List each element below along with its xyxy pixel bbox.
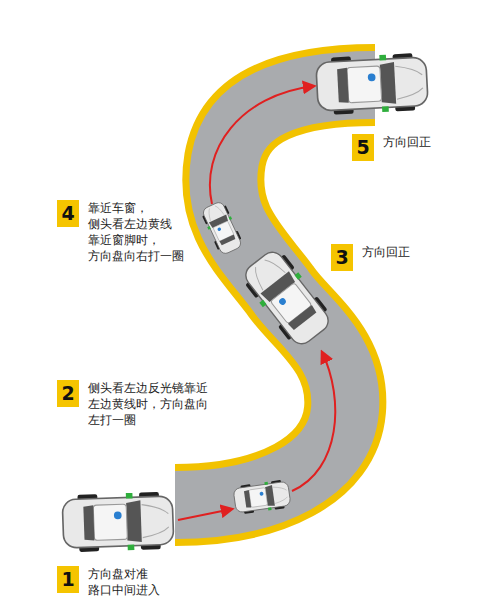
car xyxy=(62,491,174,552)
path-arrow xyxy=(210,86,314,204)
step-number: 5 xyxy=(352,134,374,161)
step-number: 3 xyxy=(331,244,353,271)
step-number: 1 xyxy=(57,566,79,593)
step-instruction: 侧头看左边反光镜靠近 左边黄线时，方向盘向 左打一圈 xyxy=(88,380,215,428)
car xyxy=(200,200,245,256)
car xyxy=(233,479,291,515)
step-callout: 5 方向回正 xyxy=(352,134,443,161)
path-arrow xyxy=(292,352,335,491)
road-edge xyxy=(175,85,375,505)
step-instruction: 靠近车窗， 侧头看左边黄线 靠近窗脚时， 方向盘向右打一圈 xyxy=(88,200,191,264)
road-surface xyxy=(175,85,375,505)
step-instruction: 方向回正 xyxy=(362,244,422,260)
step-callout: 4 靠近车窗， 侧头看左边黄线 靠近窗脚时， 方向盘向右打一圈 xyxy=(57,200,191,264)
car xyxy=(316,53,429,116)
step-callout: 3 方向回正 xyxy=(331,244,422,271)
step-number: 2 xyxy=(57,380,79,407)
step-callout: 1 方向盘对准 路口中间进入 xyxy=(57,566,174,598)
step-number: 4 xyxy=(57,200,79,227)
step-instruction: 方向盘对准 路口中间进入 xyxy=(88,566,174,598)
step-callout: 2 侧头看左边反光镜靠近 左边黄线时，方向盘向 左打一圈 xyxy=(57,380,215,428)
step-instruction: 方向回正 xyxy=(383,134,443,150)
car xyxy=(238,245,335,350)
path-arrow xyxy=(178,509,232,520)
